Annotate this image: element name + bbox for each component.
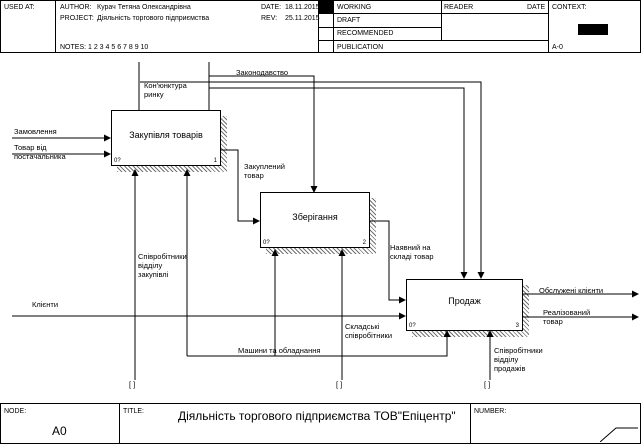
label-zamovlennia: Замовлення [14, 127, 57, 136]
author-value: Курач Тетяна Олександрівна [97, 4, 191, 11]
arrow-zakonodavstvo-4 [209, 87, 468, 279]
page-curl-icon [600, 427, 638, 442]
notes-numbers: 1 2 3 4 5 6 7 8 9 10 [88, 44, 149, 51]
label-zakonodavstvo: Законодавство [236, 68, 289, 77]
activity-box-2[interactable]: Зберігання 0? 2 [260, 192, 370, 248]
activity-box-1[interactable]: Закупівля товарів 0? 1 [111, 110, 221, 166]
diagram-header [0, 0, 641, 53]
activity-number: 1 [213, 158, 217, 164]
activity-title: Зберігання [292, 212, 338, 222]
arrow-zakonodavstvo-2 [209, 75, 318, 193]
activity-title: Продаж [448, 296, 481, 306]
activity-title: Закупівля товарів [129, 130, 203, 140]
label-realizovaniy: Реалізований товар [543, 308, 591, 326]
header-divider [548, 0, 549, 53]
header-divider [333, 0, 334, 53]
number-label: NUMBER: [474, 408, 507, 415]
label-tovar-vid: Товар від постачальника [14, 143, 66, 161]
status-draft: DRAFT [337, 17, 361, 24]
arrow-zakupleniy [220, 149, 260, 225]
activity-number: 3 [515, 323, 519, 329]
activity-box-3[interactable]: Продаж 0? 3 [406, 279, 523, 331]
arrow-nayavniy [369, 220, 406, 304]
date-value: 18.11.2015 [285, 4, 320, 11]
label-spivrob-prod: Співробітники відділу продажів [494, 346, 543, 373]
notes-label: NOTES: [60, 44, 87, 51]
activity-cost: 0? [409, 323, 416, 329]
tunnel-marker: [ ] [484, 380, 491, 389]
reader-date-label: DATE [527, 4, 546, 11]
context-label: CONTEXT: [552, 4, 587, 11]
activity-cost: 0? [114, 158, 121, 164]
status-working: WORKING [337, 4, 372, 11]
project-label: PROJECT: [60, 15, 94, 22]
header-divider [318, 0, 319, 53]
activity-number: 2 [362, 240, 366, 246]
status-recommended: RECOMMENDED [337, 30, 394, 37]
header-divider [318, 40, 548, 41]
diagram-footer [0, 403, 641, 444]
label-zakupleniy: Закуплений товар [244, 162, 285, 180]
label-obsluzheni: Обслужені клієнти [539, 286, 604, 295]
arrow-mashyny-2 [187, 330, 451, 357]
working-marker [319, 1, 333, 13]
footer-divider [470, 403, 471, 444]
tunnel-marker: [ ] [129, 380, 136, 389]
used-at-label: USED AT: [4, 4, 35, 11]
node-value: A0 [52, 424, 67, 438]
label-nayavniy: Наявний на складі товар [390, 243, 434, 261]
footer-divider [119, 403, 120, 444]
author-label: AUTHOR: [60, 4, 92, 11]
header-divider [318, 13, 548, 14]
title-label: TITLE: [123, 408, 145, 415]
tunnel-marker: [ ] [336, 380, 343, 389]
label-klienty: Клієнти [32, 300, 59, 309]
reader-label: READER [444, 4, 474, 11]
label-konyunktura: Кон'юнктура ринку [144, 81, 187, 99]
arrow-zakonodavstvo-3 [140, 81, 485, 279]
header-divider [318, 27, 441, 28]
label-mashyny: Машини та обладнання [238, 346, 321, 355]
node-ref: A-0 [552, 44, 563, 51]
context-thumbnail [578, 24, 608, 35]
node-label: NODE: [4, 408, 27, 415]
diagram-title: Діяльність торгового підприємства ТОВ"Еп… [178, 409, 456, 423]
label-skladski: Складські співробітники [345, 322, 393, 340]
date-label: DATE: [261, 4, 282, 11]
activity-cost: 0? [263, 240, 270, 246]
status-publication: PUBLICATION [337, 44, 384, 51]
header-divider [55, 0, 56, 53]
rev-value: 25.11.2015 [285, 15, 320, 22]
project-value: Діяльність торгового підприємства [97, 15, 210, 22]
rev-label: REV: [261, 15, 278, 22]
header-divider [441, 0, 442, 41]
label-spivrob-zak: Співробітники відділу закупівлі [138, 252, 187, 279]
